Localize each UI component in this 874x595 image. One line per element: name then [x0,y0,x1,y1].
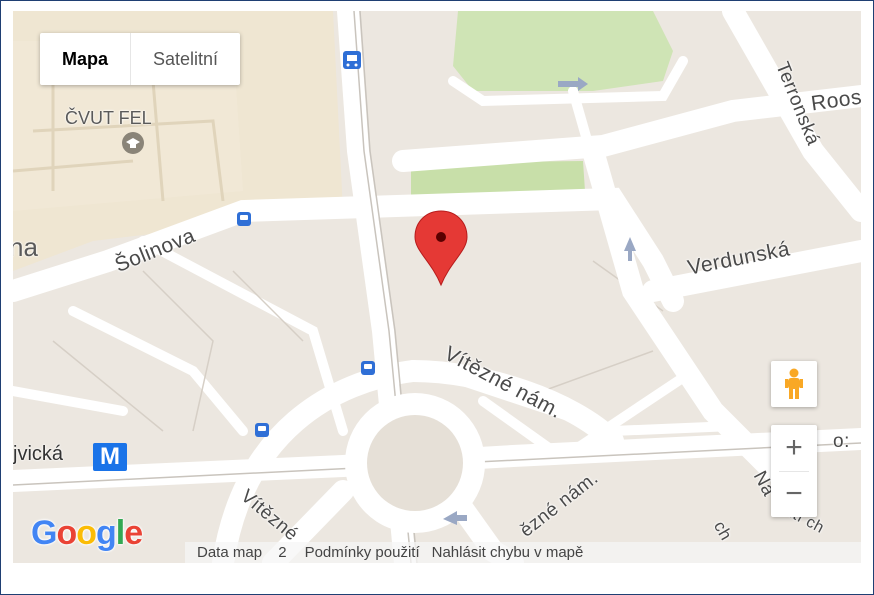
zoom-control: + − [771,425,817,517]
zoom-divider [779,471,809,472]
report-error-link[interactable]: Nahlásit chybu v mapě [431,544,584,561]
map-data-link[interactable]: Data map 2 [197,544,287,561]
campus-buildings [13,71,225,202]
google-logo[interactable]: Google [31,514,143,552]
one-way-arrows [443,77,636,525]
street-partial-o: o: [833,431,850,452]
park-strip [411,161,585,195]
tram-stop-icon [343,51,361,69]
bus-stop-icon [361,361,375,375]
street-view-pegman-button[interactable] [771,361,817,407]
terms-link[interactable]: Podmínky použití [304,544,420,561]
zoom-in-button[interactable]: + [785,431,803,464]
poi-partial-label: na [13,232,38,262]
map-type-map-button[interactable]: Mapa [40,33,132,85]
zoom-out-button[interactable]: − [785,477,803,510]
map-type-control: Mapa Satelitní [40,33,241,85]
metro-station-icon: M [93,443,127,471]
park-top [453,11,673,91]
poi-cvut-fel: ČVUT FEL [65,108,152,128]
pegman-icon [785,368,803,399]
roundabout-inner [367,415,463,511]
bus-stop-icon [255,423,269,437]
map-type-satellite-button[interactable]: Satelitní [153,49,219,69]
bus-stop-icon [237,212,251,226]
map-canvas[interactable]: ČVUT FEL na Šolinova Verdunská Vítězné n… [13,11,861,563]
minor-roads [13,56,738,456]
attribution-bar: Data map 2 Podmínky použití Nahlásit chy… [185,542,861,563]
university-icon [122,132,144,154]
location-marker-icon [414,210,468,287]
map-tiles [13,11,861,563]
poi-dejvicka: jvická [13,443,64,465]
